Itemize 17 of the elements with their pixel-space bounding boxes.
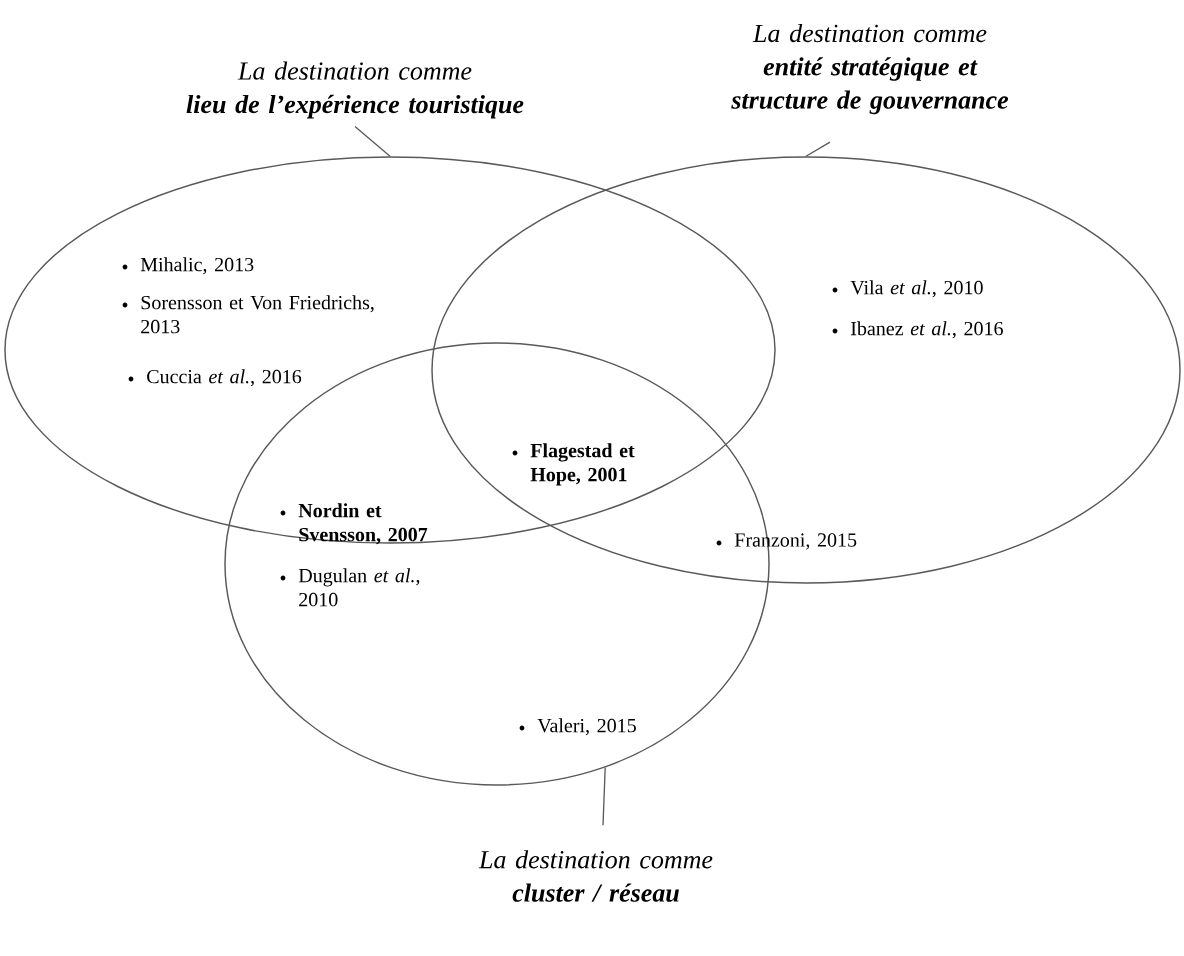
category-heading: La destination comme entité stratégique et structure de gouvernance <box>731 23 1009 115</box>
citation-item: Valeri, 2015 <box>519 718 636 736</box>
leader-line <box>354 125 391 157</box>
citation-item: Vila et al., 2010 <box>832 280 983 298</box>
citation-item: Nordin et Svensson, 2007 <box>280 503 428 545</box>
venn-ellipse <box>431 156 1181 584</box>
leader-line <box>805 141 831 157</box>
citation-item: Sorensson et Von Friedrichs, 2013 <box>122 295 374 334</box>
citation-item: Flagestad et Hope, 2001 <box>512 443 635 486</box>
leader-line <box>602 766 606 826</box>
citation-item: Franzoni, 2015 <box>716 533 857 550</box>
citation-item: Cuccia et al., 2016 <box>128 369 302 387</box>
category-heading: La destination comme cluster / réseau <box>478 850 713 902</box>
citation-item: Dugulan et al., 2010 <box>280 568 420 607</box>
citation-item: Mihalic, 2013 <box>122 257 254 275</box>
category-heading: La destination comme lieu de l’expérience touristique <box>186 61 524 119</box>
citation-item: Ibanez et al., 2016 <box>832 321 1003 339</box>
